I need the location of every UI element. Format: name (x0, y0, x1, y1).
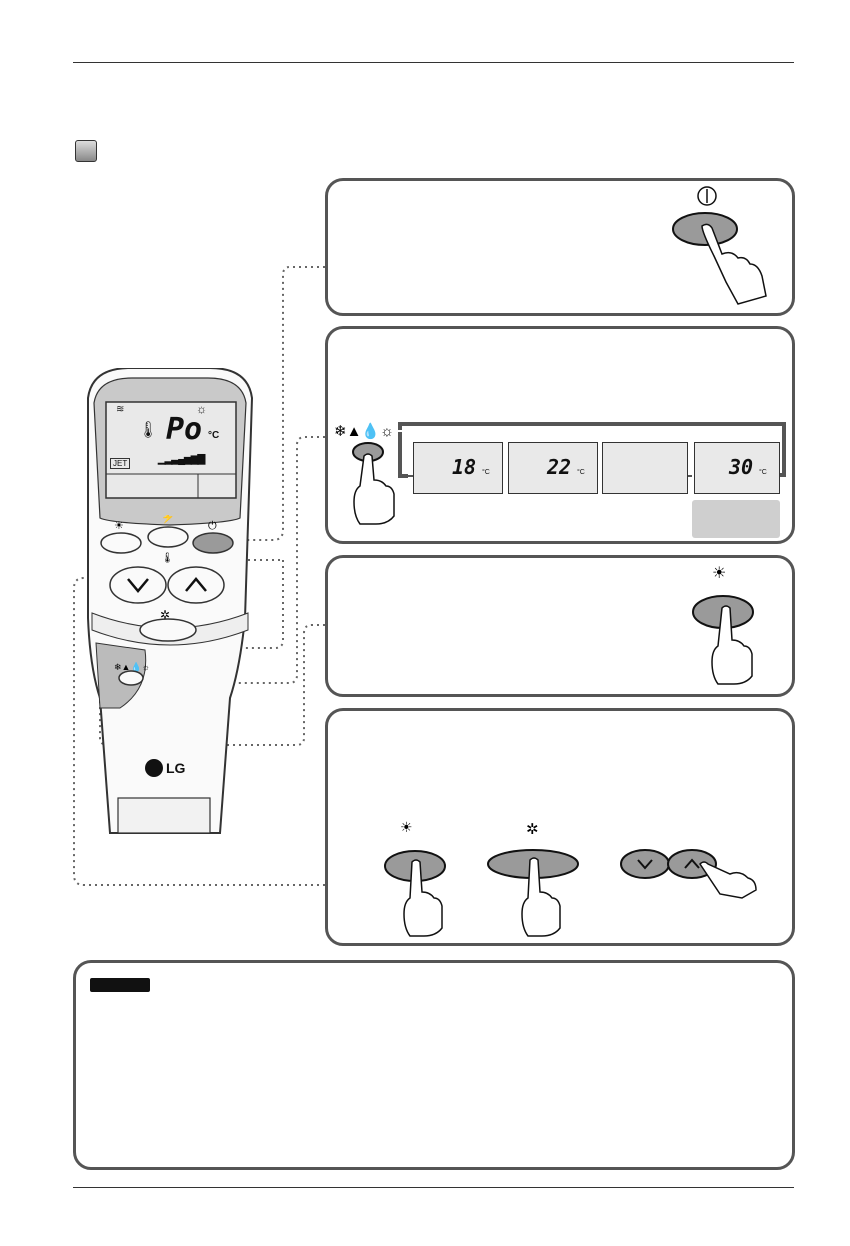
remote-temp-down-button[interactable] (109, 566, 167, 604)
thermometer-icon: 🌡 (138, 422, 159, 439)
screen-temp: 22 (547, 455, 572, 479)
screen-unit: °C (759, 469, 767, 476)
bottom-rule (73, 1187, 794, 1188)
fan-speed-bars: ▁▂▃▄▅▆▇ (158, 454, 205, 465)
hand-pointer-icon (353, 453, 395, 525)
remote-jet-button[interactable] (147, 526, 189, 548)
swing-mode-icon (75, 140, 97, 162)
jet-label: JET (110, 458, 131, 469)
swing-icon: ☀ (400, 819, 413, 835)
swing-button-illustration: ☀ (692, 565, 754, 685)
remote-temp-up-button[interactable] (167, 566, 225, 604)
mode-screen-dry (602, 442, 688, 494)
chevron-up-icon (684, 858, 700, 869)
lg-logo: LG (145, 758, 185, 778)
screen-unit: °C (577, 469, 585, 476)
thermo-icon-small: 🌡 (161, 552, 174, 564)
heat-note-box (692, 500, 780, 538)
mode-screen-heat: 30 °C (694, 442, 780, 494)
hand-pointer-icon (711, 605, 753, 685)
note-label-bar (90, 978, 150, 992)
jet-icon-small: ⚡ (161, 515, 175, 524)
note-panel (73, 960, 795, 1170)
mode-flow: ❄▲💧☼ (334, 422, 786, 525)
power-button-illustration (672, 186, 767, 305)
fan-icon: ✲ (526, 821, 539, 838)
chevron-up-icon (185, 577, 207, 592)
top-rule (73, 62, 794, 63)
remote-fan-button[interactable] (139, 618, 197, 642)
remote-swing-button[interactable] (100, 532, 142, 554)
hand-pointer-icon (699, 861, 757, 899)
remote-lcd: ≋ ☼ 🌡 Po °C JET ▁▂▃▄▅▆▇ (108, 402, 238, 498)
mode-screen-cool: 18 °C (413, 442, 503, 494)
hand-pointer-icon (521, 857, 561, 937)
sun-icon: ☼ (196, 402, 207, 416)
lcd-temp-code: Po (166, 412, 203, 447)
mode-icons: ❄▲💧☼ (334, 422, 394, 440)
power-icon-small: ⏻ (208, 520, 217, 532)
remote-power-button[interactable] (192, 532, 234, 554)
screen-temp: 30 (729, 455, 754, 479)
chevron-down-icon (637, 859, 653, 870)
swing-icon-small: ☀ (114, 520, 124, 532)
wifi-icon: ≋ (116, 404, 125, 415)
lg-logo-circle (145, 759, 163, 777)
power-icon (697, 186, 717, 206)
lcd-unit: °C (208, 430, 220, 441)
screen-unit: °C (482, 469, 490, 476)
hand-pointer-icon (403, 859, 443, 937)
temp-down-button[interactable] (620, 849, 670, 879)
swing-icon: ☀ (712, 565, 726, 582)
adjust-buttons-illustration: ☀ ✲ (384, 819, 757, 937)
mode-icons-small: ❄▲💧☼ (114, 661, 150, 672)
chevron-down-icon (127, 578, 149, 593)
mode-screen-auto: 22 °C (508, 442, 598, 494)
screen-temp: 18 (452, 455, 477, 479)
lg-brand: LG (166, 760, 186, 776)
remote-mode-button[interactable] (118, 670, 144, 686)
hand-pointer-icon (701, 223, 767, 305)
fan-icon-small: ✲ (160, 608, 170, 622)
remote-buttons: ☀ ⚡ ⏻ 🌡 ✲ ❄▲💧☼ (100, 515, 234, 686)
